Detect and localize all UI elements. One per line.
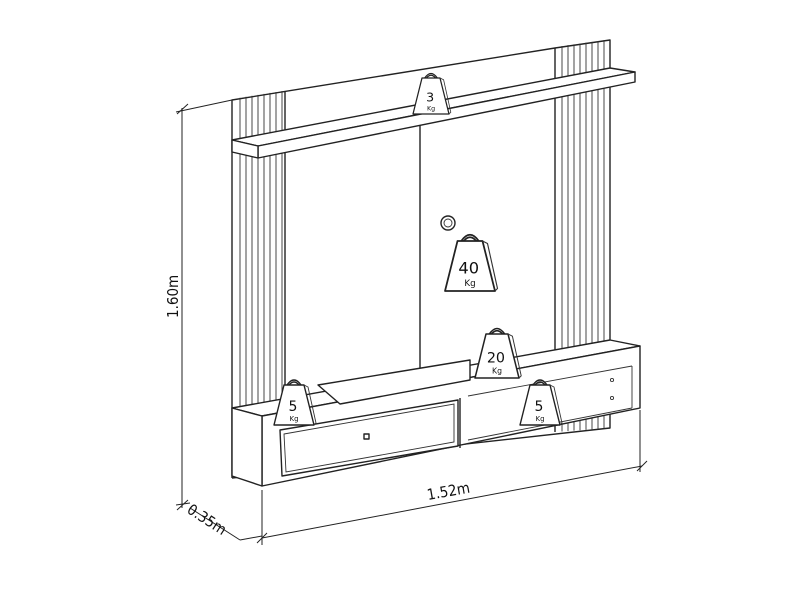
- weight-unit: Kg: [427, 105, 435, 112]
- weight-value: 5: [289, 399, 298, 415]
- depth-label: 0.35m: [184, 500, 230, 539]
- weight-icon: 3Kg: [412, 72, 452, 115]
- weight-unit: Kg: [464, 279, 475, 289]
- weight-unit: Kg: [492, 367, 502, 376]
- rack-unit: [231, 339, 641, 487]
- weight-icon: 5Kg: [519, 379, 563, 426]
- weight-unit: Kg: [289, 415, 298, 423]
- center-top-board: [317, 359, 471, 405]
- height-label: 1.60m: [164, 275, 182, 318]
- weight-icon: 5Kg: [273, 379, 317, 426]
- drawer-knob: [363, 433, 370, 440]
- weight-value: 40: [458, 259, 479, 278]
- height-dimension: 1.60m: [164, 99, 233, 511]
- weight-value: 3: [426, 89, 434, 104]
- weight-value: 5: [535, 399, 544, 415]
- depth-dimension: 0.35m: [184, 500, 263, 541]
- tv-mount-icon: [440, 215, 456, 231]
- weight-value: 20: [487, 351, 505, 367]
- weight-unit: Kg: [535, 415, 544, 423]
